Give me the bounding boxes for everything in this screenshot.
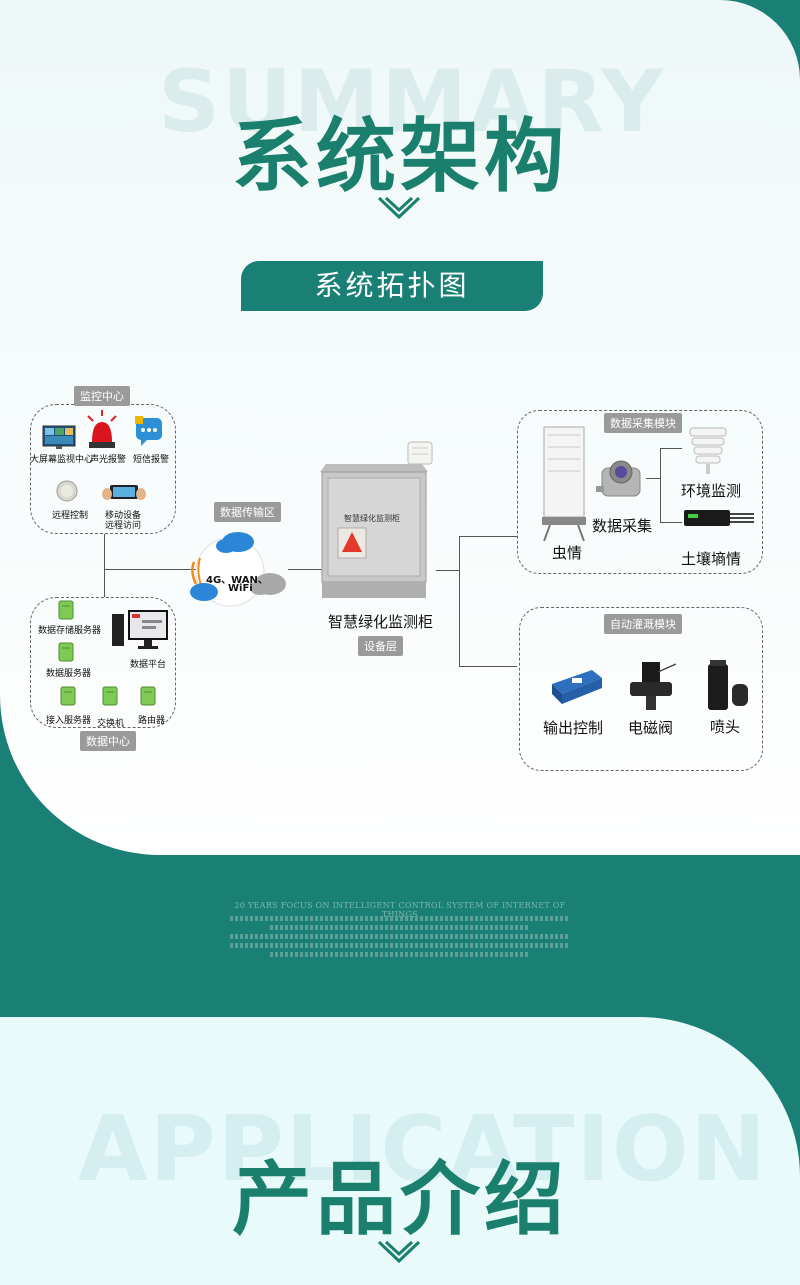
monitor-center-tag: 监控中心 (74, 386, 130, 406)
section-title-architecture: 系统架构 (232, 110, 568, 203)
summary-watermark: SUMMARY (158, 52, 666, 152)
device-layer-tag: 设备层 (358, 636, 403, 656)
soil-sensor-icon (684, 510, 754, 526)
footer-slogan: 20 YEARS FOCUS ON INTELLIGENT CONTROL SY… (234, 901, 566, 919)
connector-line (459, 666, 517, 667)
sms-chat-icon (135, 416, 162, 446)
collection-module-tag: 数据采集模块 (604, 413, 682, 433)
label-insect: 虫情 (552, 544, 583, 562)
cloud-text-line2: WiFi (228, 583, 253, 594)
label-router: 路由器 (138, 716, 166, 726)
label-solenoid-valve: 电磁阀 (628, 719, 674, 737)
storage-server-icon (58, 600, 74, 620)
label-remote-control: 远程控制 (52, 511, 89, 521)
connector-line (660, 522, 682, 523)
remote-control-icon (56, 480, 78, 502)
connector-line (104, 534, 105, 597)
label-soil-moisture: 土壤墒情 (681, 550, 742, 568)
data-platform-computer-icon (112, 610, 168, 649)
label-access-server: 接入服务器 (46, 716, 92, 726)
connector-line (660, 448, 661, 522)
summary-panel: SUMMARY 系统架构 系统拓扑图 监控中心 大屏幕监视中心 声光报警 短信报… (0, 0, 800, 855)
data-center-tag: 数据中心 (80, 731, 136, 751)
data-server-icon (58, 642, 74, 662)
application-panel: APPLICATION 产品介绍 (0, 1017, 800, 1285)
section-title-product-intro: 产品介绍 (232, 1153, 568, 1246)
label-output-control: 输出控制 (543, 719, 604, 737)
connector-line (459, 536, 517, 537)
connector-line (104, 569, 196, 570)
label-sound-light-alarm: 声光报警 (90, 455, 127, 465)
mobile-device-icon (102, 485, 146, 500)
label-storage-server: 数据存储服务器 (38, 626, 102, 636)
cabinet-name: 智慧绿化监测柜 (328, 613, 434, 631)
weather-shield-sensor-icon (689, 427, 727, 474)
monitor-screen-icon (42, 425, 76, 449)
sprinkler-head-icon (708, 660, 748, 710)
label-remote-access: 远程访问 (105, 521, 142, 531)
label-data-collection: 数据采集 (592, 517, 653, 535)
label-sprinkler: 喷头 (710, 718, 741, 736)
output-controller-icon (552, 670, 602, 704)
data-collector-icon (596, 460, 641, 497)
switch-icon (102, 686, 118, 706)
label-mobile-device: 移动设备 (105, 511, 142, 521)
label-data-platform: 数据平台 (130, 660, 167, 670)
connector-line (646, 478, 660, 479)
alarm-light-icon (87, 410, 117, 448)
cloud-network-icon (190, 532, 286, 607)
label-environment-monitoring: 环境监测 (681, 482, 742, 500)
insect-trap-icon (542, 426, 586, 542)
connector-line (660, 448, 682, 449)
auto-irrigation-box (519, 607, 763, 771)
chevron-down-icon (377, 196, 421, 220)
access-server-icon (60, 686, 76, 706)
label-switch: 交换机 (97, 719, 125, 729)
transfer-zone-tag: 数据传输区 (214, 502, 281, 522)
data-center-box (30, 597, 176, 728)
connector-line (459, 536, 460, 666)
data-collection-box (517, 410, 763, 574)
subtitle-topology: 系统拓扑图 (241, 261, 543, 311)
connector-line (436, 570, 460, 571)
router-icon (140, 686, 156, 706)
chevron-down-icon (377, 1240, 421, 1264)
label-data-server: 数据服务器 (46, 669, 92, 679)
application-watermark: APPLICATION (78, 1097, 768, 1202)
cloud-text-line1: 4G、WAN、 (206, 575, 268, 586)
footer-filler-text (230, 914, 570, 961)
cabinet-plate-label: 智慧绿化监测柜 (344, 514, 400, 523)
monitoring-cabinet-image (320, 441, 433, 598)
label-big-screen: 大屏幕监视中心 (30, 455, 94, 465)
irrigation-module-tag: 自动灌溉模块 (604, 614, 682, 634)
connector-line (288, 569, 332, 570)
label-sms-alarm: 短信报警 (133, 455, 170, 465)
solenoid-valve-icon (630, 662, 677, 710)
